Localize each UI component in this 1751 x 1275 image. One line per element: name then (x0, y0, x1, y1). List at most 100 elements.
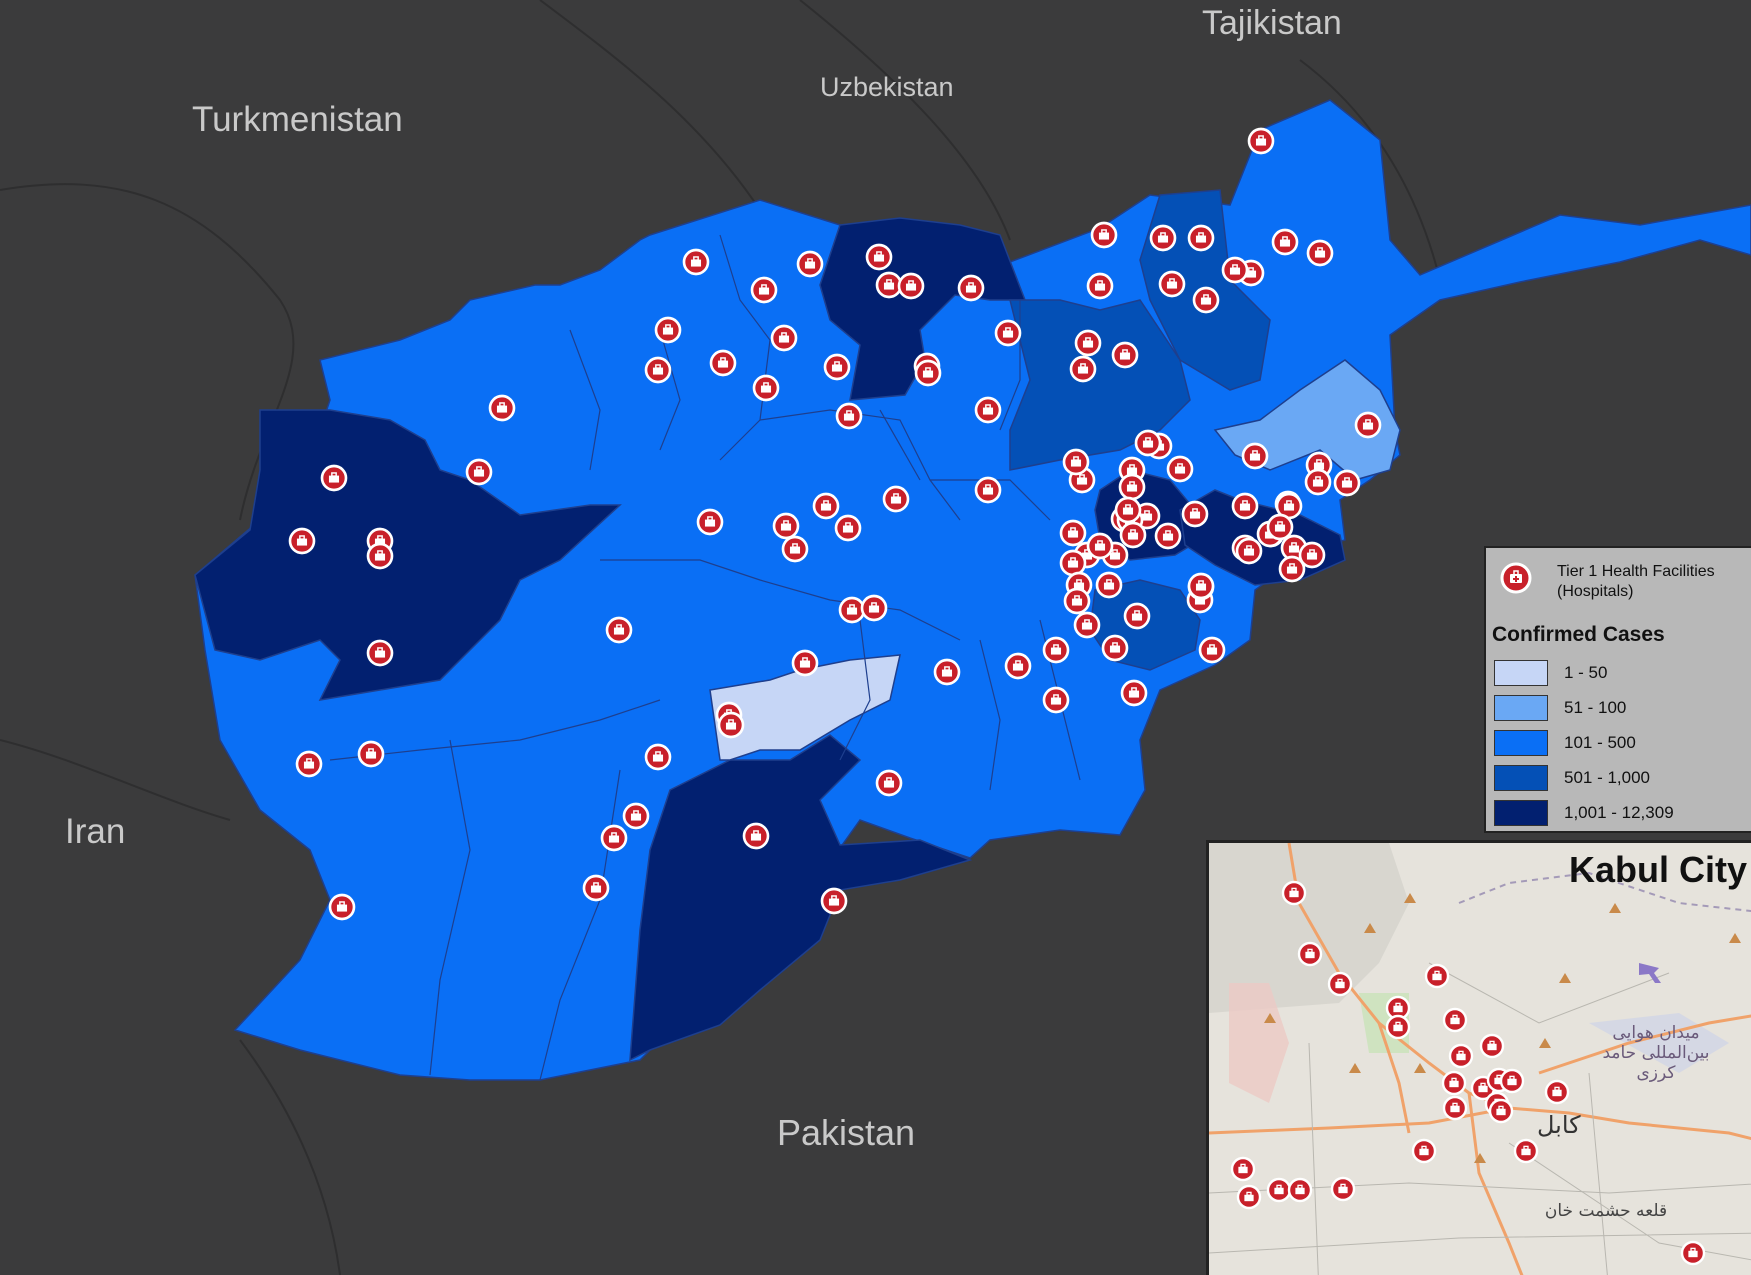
hospital-marker-case (789, 546, 801, 554)
hospital-marker-case (1688, 1250, 1698, 1258)
hospital-marker-case (1338, 1186, 1348, 1194)
hospital-marker-handle (846, 410, 852, 415)
hospital-marker (1187, 224, 1215, 252)
hospital-marker-handle (1248, 267, 1254, 272)
hospital-marker (295, 750, 323, 778)
hospital-marker-handle (1129, 464, 1135, 469)
hospital-marker-handle (985, 404, 991, 409)
hospital-marker-case (1450, 1105, 1460, 1113)
hospital-marker-handle (1076, 579, 1082, 584)
hospital-marker-case (1142, 440, 1154, 448)
hospital-marker-handle (1129, 481, 1135, 486)
road (1377, 1022, 1411, 1134)
hospital-marker-case (374, 538, 386, 546)
province-line (930, 479, 1051, 521)
hospital-marker-case (608, 835, 620, 843)
hospital-marker-handle (616, 624, 622, 629)
hospital-marker (897, 272, 925, 300)
hospital-marker (1236, 1184, 1262, 1210)
hospital-marker-handle (1122, 349, 1128, 354)
hospital-marker-case (1289, 890, 1299, 898)
hospital-marker (320, 464, 348, 492)
hospital-marker-case (1050, 697, 1062, 705)
hospital-marker-handle (1084, 619, 1090, 624)
hospital-marker-case (717, 360, 729, 368)
hospital-marker-handle (339, 901, 345, 906)
hospital-marker-case (1245, 270, 1257, 278)
hospital-marker-case (1494, 1077, 1504, 1085)
hospital-marker-handle (823, 500, 829, 505)
hospital-marker-case (1012, 663, 1024, 671)
road (1467, 1092, 1524, 1275)
hospital-marker (1287, 1177, 1313, 1203)
inset-title: Kabul City (1568, 849, 1747, 890)
hospital-marker (1266, 513, 1294, 541)
hospital-marker-case (1094, 283, 1106, 291)
hospital-icon-cross-h (1513, 578, 1519, 580)
hospital-marker-case (336, 904, 348, 912)
hospital-marker (1154, 522, 1182, 550)
peak-icon (1539, 1038, 1551, 1048)
hospital-marker (1063, 587, 1091, 615)
hospital-marker-handle (876, 251, 882, 256)
hospital-marker (1181, 500, 1209, 528)
hospital-marker (1424, 963, 1450, 989)
hospital-marker-handle (1070, 527, 1076, 532)
hospital-marker-case (1157, 235, 1169, 243)
peak-icon (1404, 893, 1416, 903)
country-label-uzbekistan: Uzbekistan (820, 72, 954, 102)
hospital-marker (875, 271, 903, 299)
legend-swatch (1494, 695, 1548, 721)
legend-class-label: 1,001 - 12,309 (1564, 803, 1674, 822)
hospital-marker-handle (693, 256, 699, 261)
hospital-marker (1074, 329, 1102, 357)
hospital-marker (1073, 611, 1101, 639)
hospital-marker-handle (377, 647, 383, 652)
hospital-marker-case (1077, 366, 1089, 374)
hospital-marker-handle (871, 602, 877, 607)
hospital-marker (994, 319, 1022, 347)
hospital-marker-handle (633, 810, 639, 815)
hospital-marker-case (758, 287, 770, 295)
hospital-marker-case (750, 833, 762, 841)
inset-place-airport: میدان هوایی بین‌المللی حامد کرزی (1602, 1023, 1710, 1083)
hospital-marker-handle (1395, 1021, 1401, 1026)
hospital-marker-case (1126, 467, 1138, 475)
hospital-marker-handle (783, 520, 789, 525)
hospital-marker (875, 769, 903, 797)
hospital-marker-case (1195, 583, 1207, 591)
hospital-marker-case (868, 605, 880, 613)
hospital-marker-case (1070, 459, 1082, 467)
hospital-marker (357, 740, 385, 768)
peak-icon (1474, 1153, 1486, 1163)
hospital-marker (605, 616, 633, 644)
hospital-marker-handle (1344, 477, 1350, 482)
hospital-marker-handle (1015, 660, 1021, 665)
hospital-marker-case (1238, 1166, 1248, 1174)
hospital-marker-case (1109, 552, 1121, 560)
hospital-marker-handle (1192, 508, 1198, 513)
hospital-marker-case (1122, 507, 1134, 515)
hospital-marker-handle (1160, 232, 1166, 237)
hospital-marker-handle (1097, 540, 1103, 545)
hospital-marker-handle (1452, 1014, 1458, 1019)
hospital-marker-case (1393, 1005, 1403, 1013)
hospital-marker-handle (781, 332, 787, 337)
hospital-marker (1275, 492, 1303, 520)
hospital-marker-handle (1509, 1075, 1515, 1080)
hospital-marker-case (1283, 503, 1295, 511)
legend-class-5: 1,001 - 12,309 (1492, 798, 1732, 826)
hospital-marker-handle (1240, 1163, 1246, 1168)
hospital-marker-case (1243, 548, 1255, 556)
hospital-marker-case (873, 254, 885, 262)
legend-class-2: 51 - 100 (1492, 693, 1732, 721)
hospital-marker (1281, 880, 1307, 906)
hospital-marker-handle (1134, 610, 1140, 615)
legend-class-label: 1 - 50 (1564, 663, 1608, 682)
province-line (429, 739, 471, 1076)
hospital-legend-icon (1500, 562, 1532, 594)
hospital-marker-handle (908, 280, 914, 285)
hospital-marker-case (613, 627, 625, 635)
hospital-marker-case (1274, 1187, 1284, 1195)
hospital-marker (1086, 532, 1114, 560)
